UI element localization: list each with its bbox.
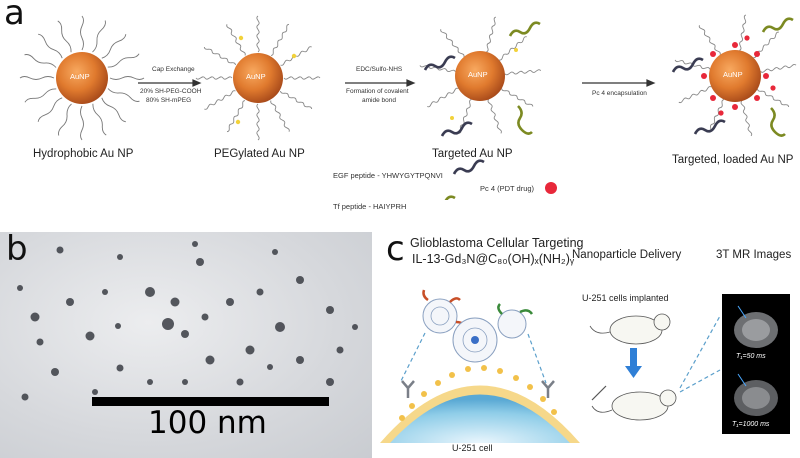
legend-tf: Tf peptide - HAIYPRH	[333, 202, 406, 212]
egf-peptide-glyph	[454, 161, 484, 174]
mouse-bottom-icon	[592, 390, 676, 420]
mri-image-panel	[722, 294, 790, 434]
fullerene-np-right	[498, 304, 532, 338]
panel-c-letter: c	[386, 232, 405, 266]
step-2-line3: amide bond	[362, 97, 396, 106]
step-2-line2: Formation of covalent	[346, 88, 409, 97]
mri-arrows	[680, 316, 720, 392]
fullerene-np-center	[453, 318, 497, 362]
core-label-1: AuNP	[70, 72, 90, 81]
syringe-icon	[592, 386, 606, 400]
stage-label-hydrophobic: Hydrophobic Au NP	[33, 148, 133, 160]
step-arrows	[138, 80, 654, 86]
step-1-line3: 80% SH-mPEG	[146, 97, 191, 106]
u251-cell-label: U-251 cell	[452, 443, 493, 453]
core-label-2: AuNP	[246, 72, 266, 81]
step-2-line1: EDC/Sulfo-NHS	[356, 66, 402, 75]
cells-implanted-label: U-251 cells implanted	[582, 293, 669, 303]
t1-50ms-label: T₁=50 ms	[736, 353, 766, 360]
step-3-line1: Pc 4 encapsulation	[592, 90, 647, 99]
receptor-left	[402, 381, 414, 398]
mri-brain-scans	[722, 294, 790, 434]
targeting-formula: IL-13-Gd₃N@C₈₀(OH)ₓ(NH₂)ᵧ	[412, 252, 574, 266]
core-label-4: AuNP	[723, 70, 743, 79]
panel-a-diagram	[0, 0, 800, 200]
targeting-title: Glioblastoma Cellular Targeting	[410, 236, 583, 250]
delivery-title: Nanoparticle Delivery	[572, 249, 681, 261]
legend-pc4: Pc 4 (PDT drug)	[480, 184, 534, 194]
panel-b-letter: b	[6, 232, 28, 266]
t1-1000ms-label: T₁=1000 ms	[732, 421, 769, 428]
stage-label-pegylated: PEGylated Au NP	[214, 148, 305, 160]
mouse-top-icon	[590, 314, 670, 344]
mri-title: 3T MR Images	[716, 249, 791, 261]
stage-label-targeted: Targeted Au NP	[432, 148, 513, 160]
legend-egf: EGF peptide - YHWYGYTPQNVI	[333, 171, 443, 181]
step-1-line2: 20% SH-PEG-COOH	[140, 88, 201, 97]
stage-label-targeted-loaded: Targeted, loaded Au NP	[672, 154, 793, 166]
scale-bar-label: 100 nm	[148, 405, 267, 441]
delivery-arrow	[625, 348, 642, 378]
pc4-drug-glyph	[545, 182, 557, 194]
u251-cell	[380, 365, 580, 443]
tf-peptide-glyph	[425, 197, 455, 200]
step-1-line1: Cap Exchange	[152, 66, 195, 75]
core-label-3: AuNP	[468, 70, 488, 79]
receptor-right	[542, 381, 554, 398]
